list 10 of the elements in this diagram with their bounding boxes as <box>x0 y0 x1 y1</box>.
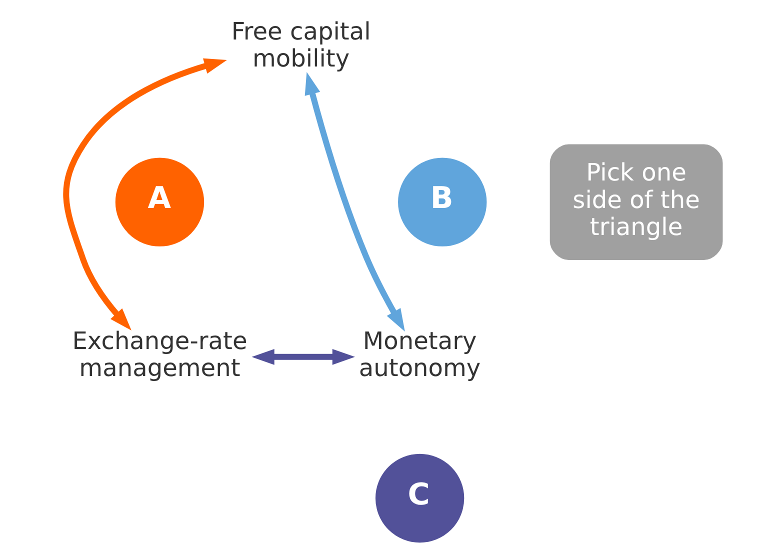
node-circle: C <box>375 454 464 543</box>
node-circle: A <box>115 158 204 246</box>
node-text: Free capital mobility <box>231 17 371 72</box>
arrow <box>252 349 355 365</box>
node-circle: B <box>398 158 487 246</box>
node-text: Exchange-rate management <box>72 327 248 382</box>
arrow <box>304 72 405 332</box>
node-text: Monetary autonomy <box>358 327 481 382</box>
arrow <box>63 58 227 330</box>
node-box: Pick one side of the triangle <box>550 144 723 260</box>
